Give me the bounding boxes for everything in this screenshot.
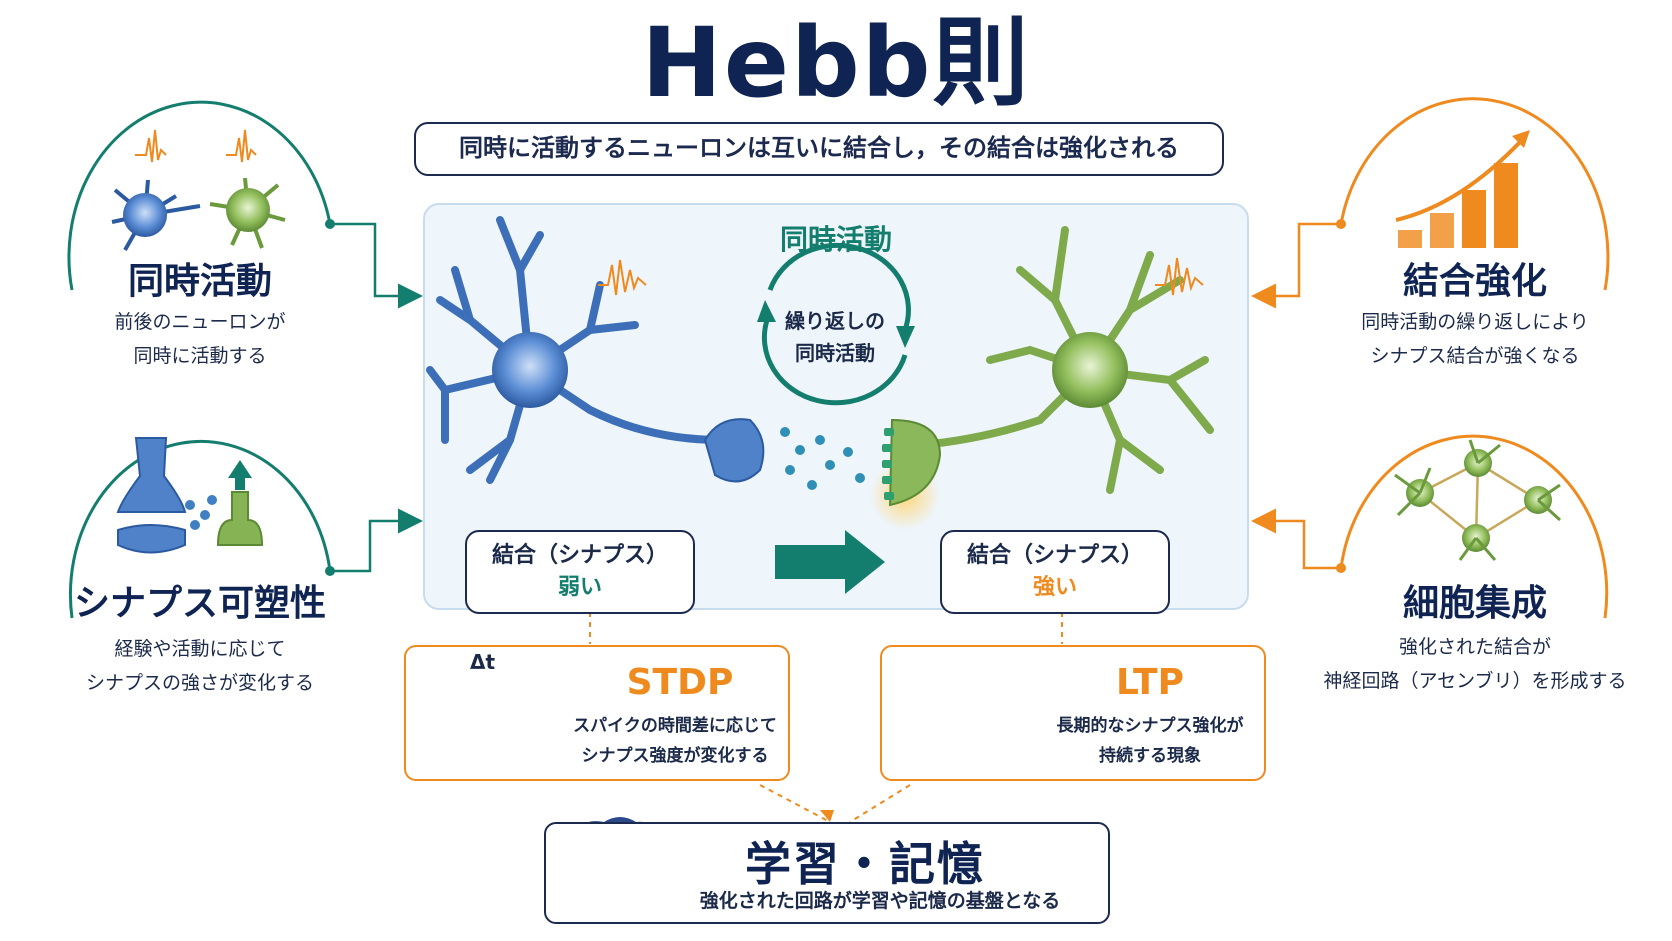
- learning-memory-desc: 強化された回路が学習や記憶の基盤となる: [699, 890, 1061, 912]
- weak-synapse-label: 結合（シナプス）: [491, 543, 668, 568]
- stdp-desc-line1: スパイクの時間差に応じて: [573, 716, 777, 736]
- repeat-cycle-label-line2: 同時活動: [795, 341, 875, 365]
- left-bottom-desc: 経験や活動に応じて シナプスの強さが変化する: [30, 632, 370, 700]
- ltp-desc-line1: 長期的なシナプス強化が: [1056, 716, 1244, 736]
- left-top-desc: 前後のニューロンが 同時に活動する: [40, 305, 360, 373]
- learning-memory-box: [544, 822, 1110, 924]
- presynaptic-neuron: [426, 216, 765, 484]
- ltp-desc-line2: 持続する現象: [1099, 746, 1201, 766]
- left-bottom-desc-line1: 経験や活動に応じて: [114, 638, 286, 660]
- weak-synapse-value: 弱い: [557, 575, 602, 600]
- right-top-desc: 同時活動の繰り返しにより シナプス結合が強くなる: [1305, 305, 1645, 373]
- synapse-plasticity-icon: [116, 437, 264, 554]
- learning-memory-title: 学習・記憶: [745, 837, 985, 891]
- subtitle-banner: 同時に活動するニューロンは互いに結合し，その結合は強化される: [414, 122, 1224, 176]
- right-bottom-desc-line2: 神経回路（アセンブリ）を形成する: [1323, 670, 1627, 692]
- weak-synapse-box: 結合（シナプス） 弱い: [465, 530, 695, 614]
- stdp-title: STDP: [626, 662, 734, 703]
- strengthening-arrow: [775, 530, 885, 594]
- stdp-box: [404, 645, 790, 781]
- left-top-desc-line1: 前後のニューロンが: [114, 311, 286, 333]
- left-arc-top: [67, 100, 423, 309]
- postsynaptic-neuron: [870, 226, 1214, 530]
- left-bottom-desc-line2: シナプスの強さが変化する: [85, 672, 314, 694]
- right-top-desc-line1: 同時活動の繰り返しにより: [1361, 311, 1589, 333]
- right-top-title: 結合強化: [1402, 261, 1547, 302]
- delta-t-label: Δt: [470, 650, 496, 674]
- cell-assembly-neurons: [1394, 439, 1562, 561]
- repeat-cycle-label-line1: 繰り返しの: [785, 309, 885, 333]
- strong-synapse-box: 結合（シナプス） 強い: [940, 530, 1170, 614]
- left-arc-bottom: [68, 440, 423, 619]
- right-arc-top: [1251, 97, 1610, 309]
- right-top-desc-line2: シナプス結合が強くなる: [1370, 345, 1580, 367]
- left-bottom-title: シナプス可塑性: [73, 583, 326, 624]
- right-bottom-desc-line1: 強化された結合が: [1398, 636, 1551, 658]
- dashed-connectors: [589, 612, 1063, 823]
- bar-chart-growth-icon: [1395, 130, 1530, 248]
- right-bottom-title: 細胞集成: [1402, 583, 1547, 624]
- right-bottom-desc: 強化された結合が 神経回路（アセンブリ）を形成する: [1290, 630, 1660, 698]
- ltp-desc: 長期的なシナプス強化が 持続する現象: [1040, 711, 1260, 771]
- ltp-title: LTP: [1116, 662, 1184, 703]
- repeat-cycle-icon: [757, 242, 915, 406]
- strong-synapse-label: 結合（シナプス）: [966, 543, 1143, 568]
- ltp-box: [880, 645, 1266, 781]
- stdp-desc: スパイクの時間差に応じて シナプス強度が変化する: [560, 711, 790, 771]
- left-top-desc-line2: 同時に活動する: [133, 345, 267, 367]
- repeat-cycle-label: 繰り返しの 同時活動: [760, 305, 910, 369]
- right-arc-bottom: [1251, 434, 1609, 619]
- page-title: Hebb則: [641, 7, 1031, 119]
- neuron-pair-icon: [111, 129, 286, 251]
- left-top-title: 同時活動: [127, 261, 272, 302]
- stdp-desc-line2: シナプス強度が変化する: [581, 746, 769, 766]
- strong-synapse-value: 強い: [1032, 575, 1077, 600]
- neurotransmitters: [780, 427, 865, 490]
- simultaneous-activity-title: 同時活動: [779, 223, 892, 256]
